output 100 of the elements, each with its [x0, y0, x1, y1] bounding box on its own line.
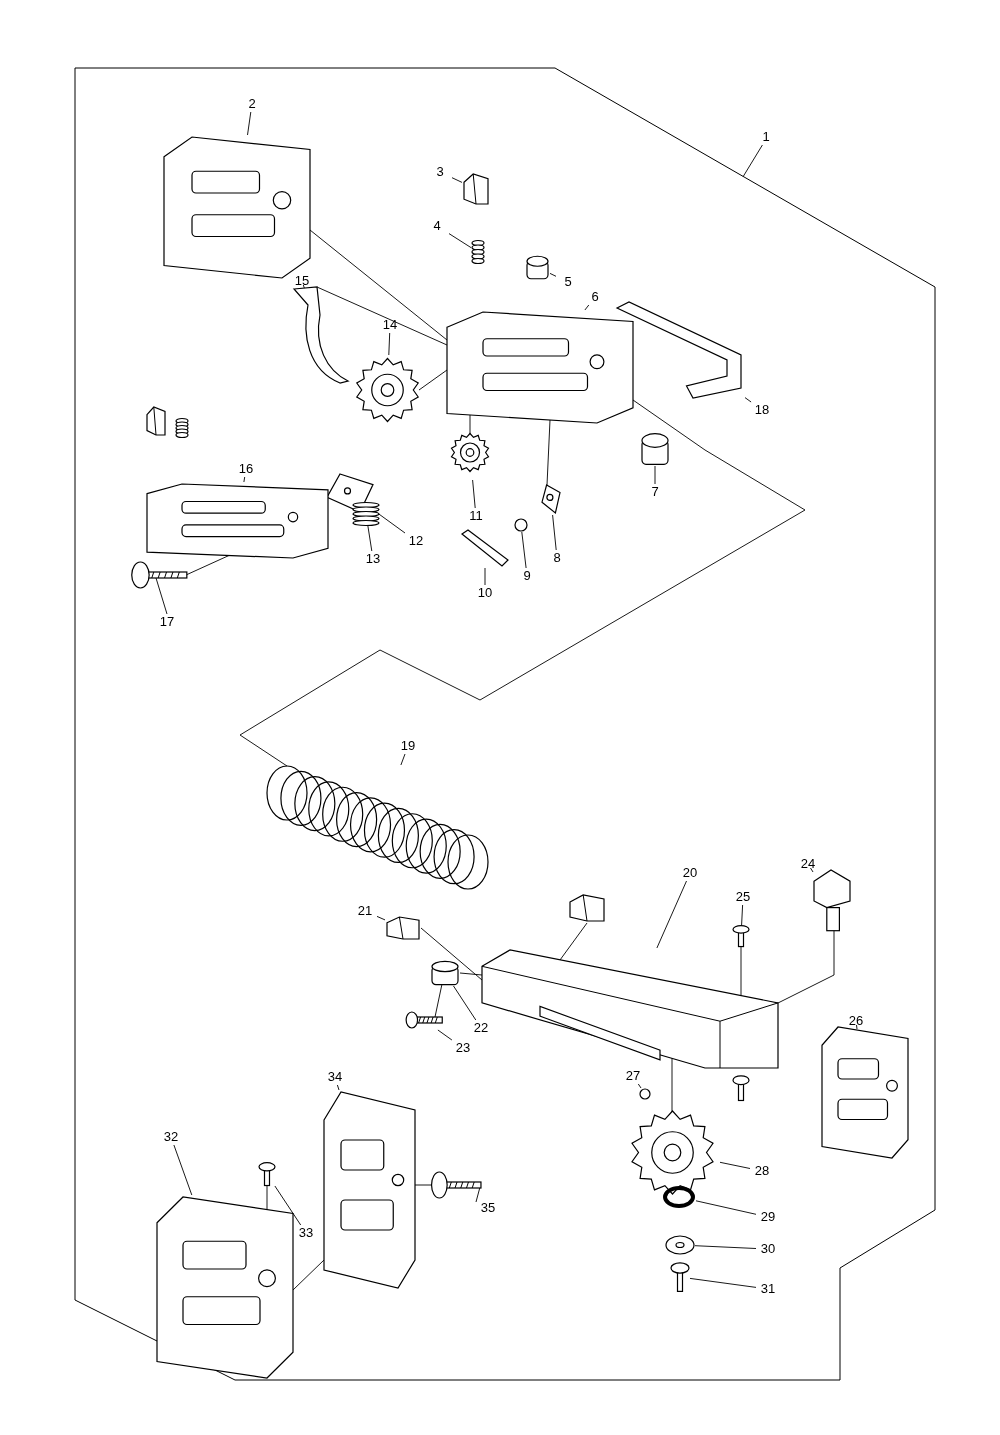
assembly-line [459, 972, 483, 976]
leader-line [367, 525, 373, 552]
callout-number: 7 [643, 484, 667, 500]
callout-number: 22 [469, 1020, 493, 1036]
screw-drawing [405, 1010, 443, 1030]
spring-drawing [471, 240, 485, 264]
leader-line [637, 1083, 642, 1089]
roller-drawing [640, 432, 670, 466]
callout-number: 25 [731, 889, 755, 905]
spring-drawing [352, 502, 380, 526]
assembly-line [266, 1185, 268, 1210]
o-ring-drawing [662, 1185, 696, 1209]
callout-number: 35 [476, 1200, 500, 1216]
screw-drawing [430, 1170, 482, 1200]
screw-drawing [130, 560, 188, 590]
callout-number: 30 [756, 1241, 780, 1257]
leader-line [584, 304, 590, 311]
assembly-line [469, 414, 471, 435]
callout-number: 34 [323, 1069, 347, 1085]
leader-line [400, 753, 406, 766]
block-drawing [462, 172, 490, 206]
callout-number: 24 [796, 856, 820, 872]
assembly-line [239, 399, 806, 767]
callout-number: 18 [750, 402, 774, 418]
washer-drawing [665, 1235, 695, 1255]
screw-drawing [670, 1262, 690, 1292]
spring-drawing [175, 418, 189, 438]
callout-number: 31 [756, 1281, 780, 1297]
leader-line [173, 1144, 193, 1196]
callout-number: 27 [621, 1068, 645, 1084]
callout-number: 11 [464, 508, 488, 524]
leader-line [484, 567, 486, 586]
callout-number: 8 [545, 550, 569, 566]
leader-line [856, 1024, 858, 1030]
callout-number: 33 [294, 1225, 318, 1241]
block-drawing [568, 893, 606, 923]
leader-line [742, 144, 763, 177]
callout-number: 16 [234, 461, 258, 477]
assembly-line [434, 983, 443, 1018]
leader-line [451, 177, 463, 183]
callout-number: 13 [361, 551, 385, 567]
knob-drawing [810, 868, 852, 934]
callout-number: 23 [451, 1040, 475, 1056]
callout-number: 10 [473, 585, 497, 601]
callout-number: 4 [425, 218, 449, 234]
callout-number: 17 [155, 614, 179, 630]
block-drawing [385, 915, 421, 941]
leader-line [719, 1161, 751, 1169]
assembly-line [559, 922, 588, 961]
leader-line [437, 1029, 453, 1041]
leader-line [656, 880, 687, 949]
screw-drawing [258, 1162, 276, 1186]
bracket-drawing [615, 300, 745, 400]
housing-drawing [145, 482, 330, 560]
leader-line [475, 1186, 481, 1203]
leader-line [552, 514, 557, 551]
leader-line [388, 332, 391, 356]
assembly-line [418, 369, 448, 391]
leader-line [243, 476, 246, 483]
callout-number: 3 [428, 164, 452, 180]
leader-line [744, 397, 752, 403]
callout-number: 1 [754, 129, 778, 145]
leader-line [376, 915, 386, 921]
callout-number: 5 [556, 274, 580, 290]
assembly-line [420, 927, 483, 981]
housing-drawing [322, 1090, 417, 1290]
leader-line [689, 1277, 757, 1288]
callout-number: 28 [750, 1163, 774, 1179]
housing-drawing [445, 310, 635, 425]
housing-drawing [820, 1025, 910, 1160]
cap-drawing [525, 255, 550, 280]
callout-number: 2 [240, 96, 264, 112]
leader-line [448, 233, 472, 249]
leader-line [654, 465, 656, 485]
leader-line [810, 867, 814, 873]
leader-line [274, 1185, 302, 1226]
leader-line [521, 531, 527, 569]
callout-number: 26 [844, 1013, 868, 1029]
spring-plate-drawing [290, 285, 350, 385]
leader-line [453, 985, 477, 1021]
callout-number: 32 [159, 1129, 183, 1145]
lever-drawing [540, 483, 562, 515]
leader-line [472, 479, 476, 509]
leader-line [549, 272, 557, 277]
leader-line [247, 111, 252, 136]
callout-number: 12 [404, 533, 428, 549]
assembly-line [777, 930, 835, 1004]
leader-line [302, 284, 306, 290]
screw-drawing [732, 925, 750, 947]
block-drawing [145, 405, 167, 437]
leader-line [155, 577, 168, 615]
housing-drawing [155, 1195, 295, 1380]
assembly-line [671, 1057, 673, 1113]
ring-drawing [514, 518, 528, 532]
leader-line [336, 1084, 340, 1091]
coil-spring-drawing [265, 765, 490, 890]
cap-drawing [430, 960, 460, 986]
assembly-line [546, 419, 551, 486]
callout-number: 21 [353, 903, 377, 919]
callout-number: 20 [678, 865, 702, 881]
